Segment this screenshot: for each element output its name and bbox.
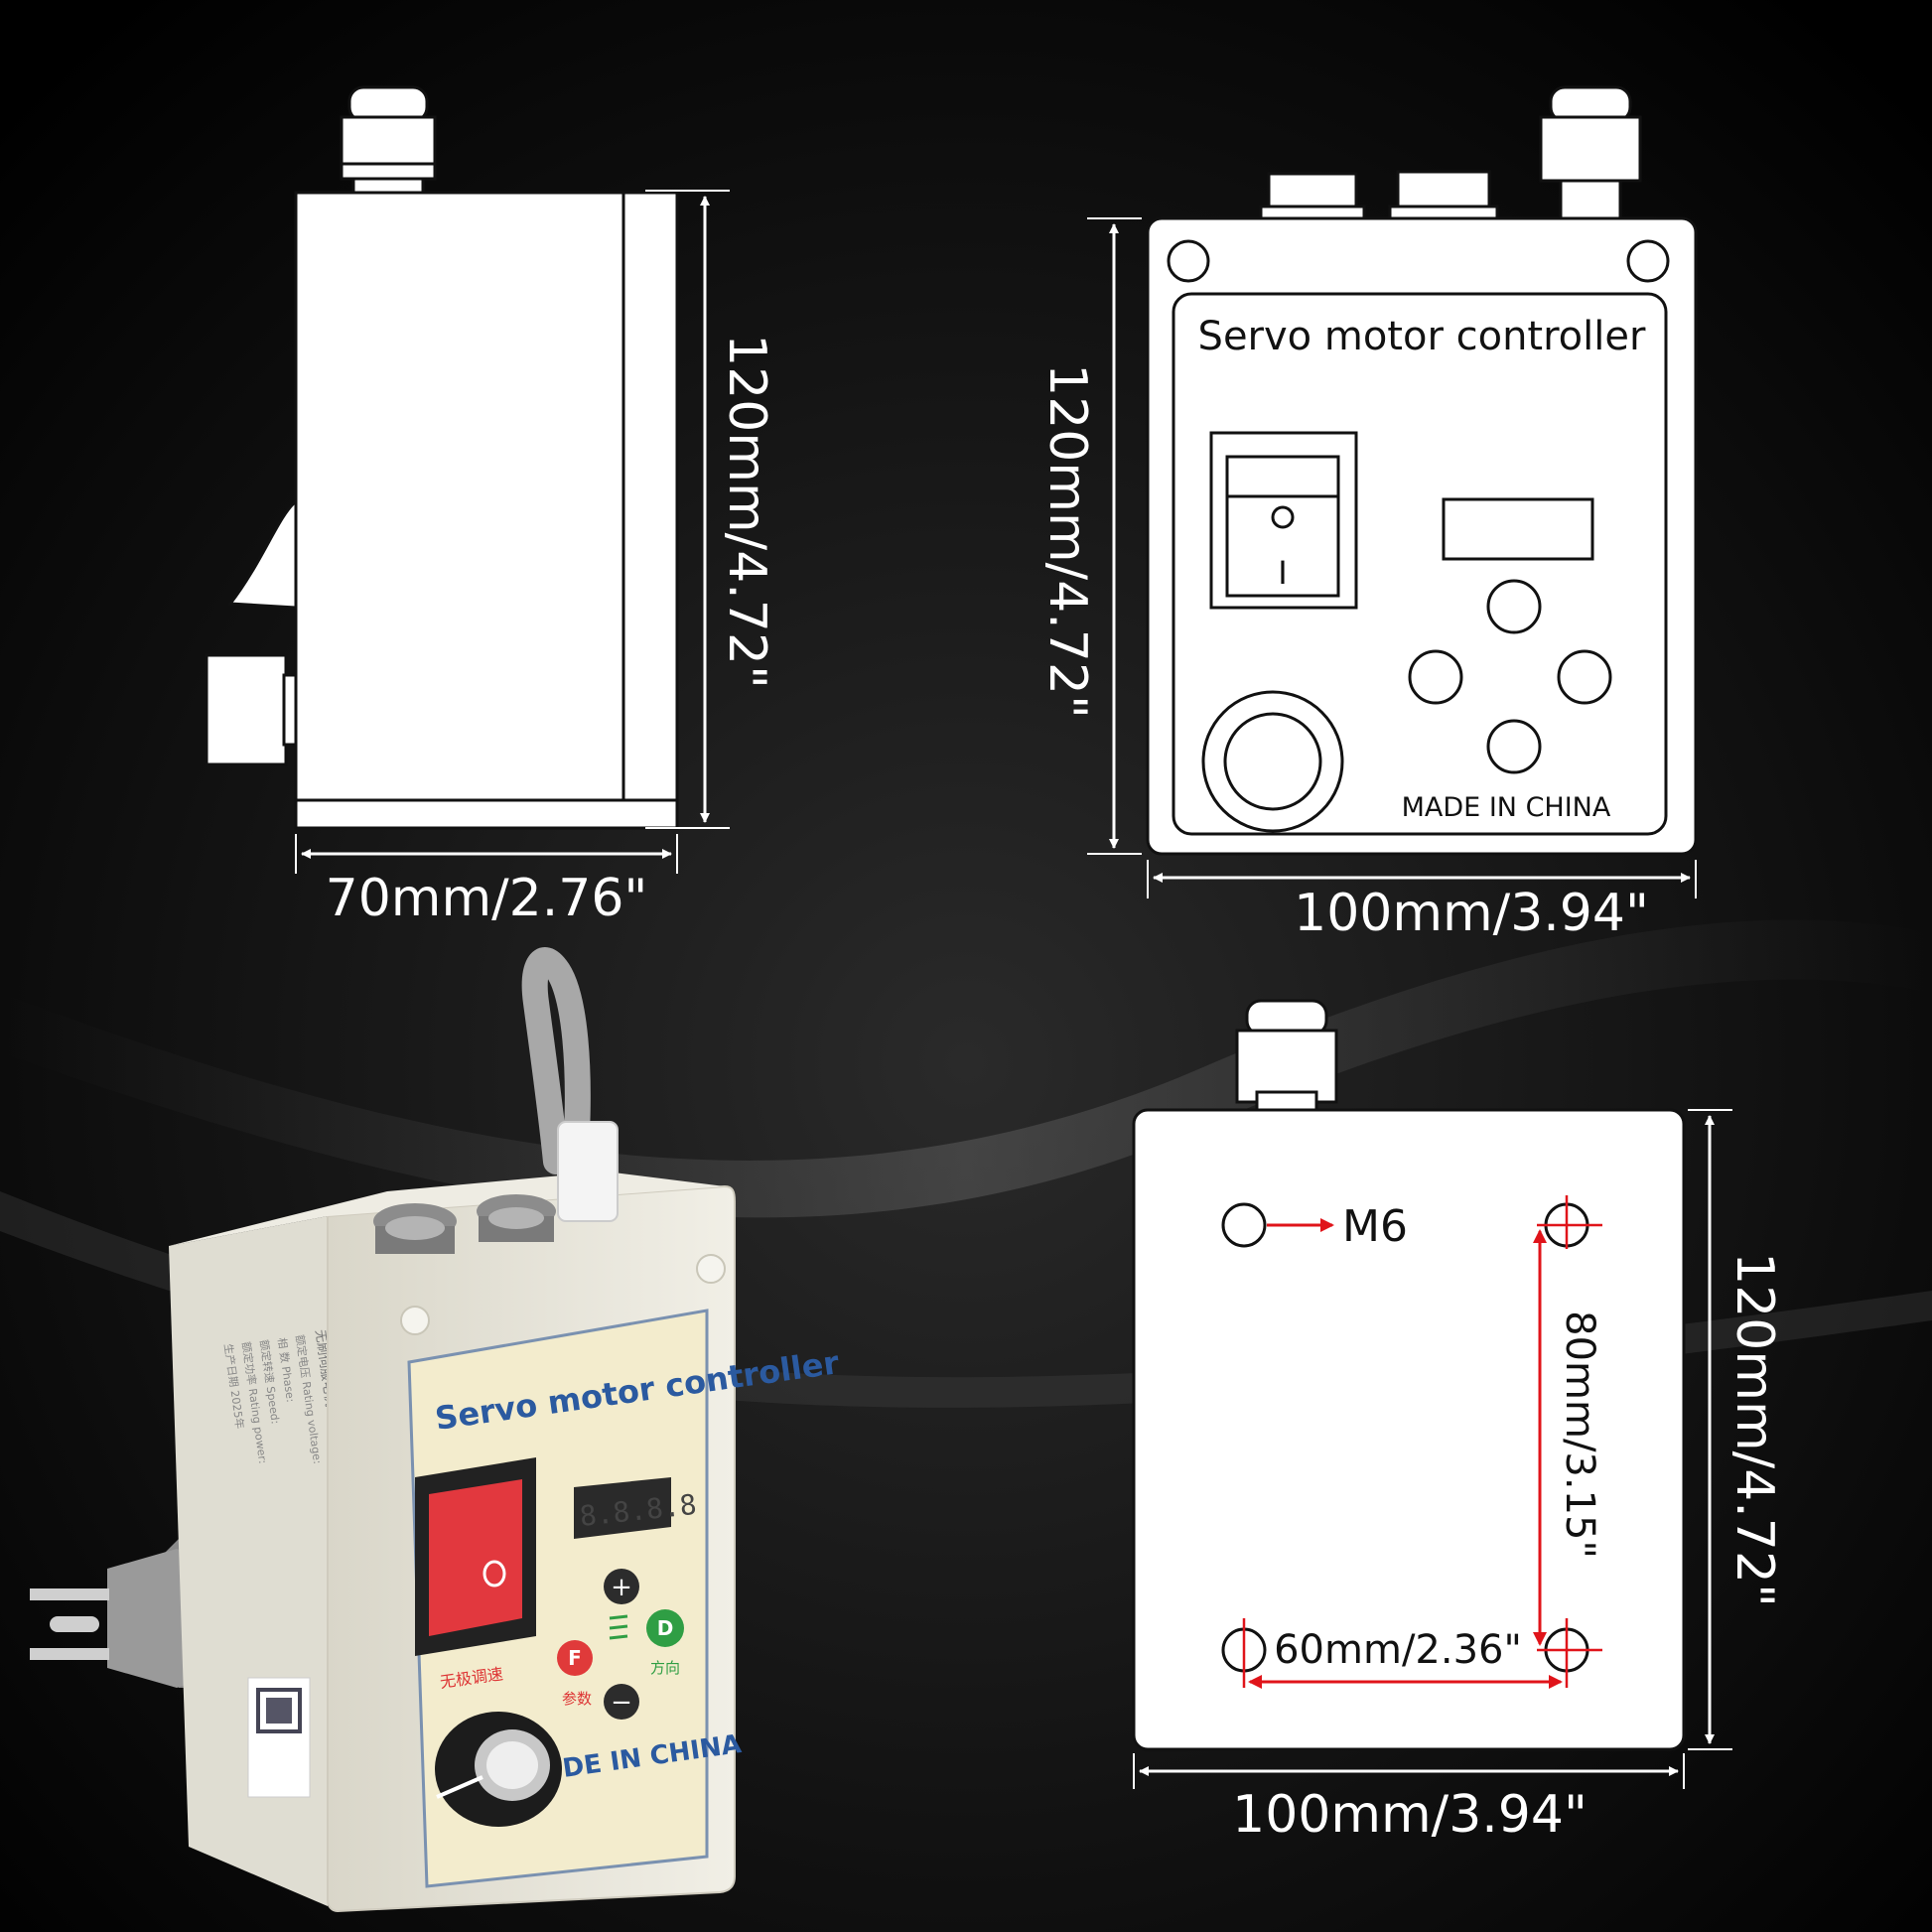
button-plus-icon [1486, 579, 1542, 634]
button-f-icon [1408, 649, 1463, 705]
screw-hole-icon [696, 1254, 726, 1284]
enclosure-side [169, 1216, 328, 1906]
side-width-label: 70mm/2.76" [326, 869, 648, 928]
speed-knob[interactable] [435, 1712, 562, 1827]
side-height-label: 120mm/4.72" [717, 334, 776, 689]
off-symbol-icon [1271, 505, 1295, 529]
display-window [1442, 497, 1594, 561]
background-swoosh [0, 919, 1932, 1218]
button-minus[interactable] [604, 1684, 639, 1720]
knob-profile [227, 497, 298, 610]
on-symbol: I [1278, 554, 1287, 592]
front-width-label: 100mm/3.94" [1294, 884, 1649, 943]
back-height-label: 120mm/4.72" [1725, 1252, 1784, 1607]
product-photo: 无刷伺服电机 额定电压 Rating voltage: 相 数 Phase: 额… [30, 947, 842, 1913]
back-view-drawing: M6 80mm/3.15" 60mm/2.36" [1132, 999, 1686, 1751]
button-d-label: D [657, 1616, 674, 1640]
cable-gland-nut [1539, 115, 1642, 183]
button-d[interactable] [646, 1609, 684, 1647]
button-plus-label: + [611, 1573, 632, 1602]
front-title: Servo motor controller [1198, 314, 1646, 359]
gland-base [351, 177, 425, 195]
mount-hole-icon [1221, 1202, 1267, 1248]
screw-hole-icon [400, 1306, 430, 1335]
button-f[interactable] [557, 1640, 593, 1676]
button-d-icon [1557, 649, 1612, 705]
hole-spacing-horizontal-label: 60mm/2.36" [1274, 1627, 1522, 1673]
button-f-label: F [568, 1646, 582, 1670]
led-display [574, 1477, 671, 1539]
front-made-in: MADE IN CHINA [1402, 792, 1611, 823]
connector-2 [1396, 170, 1491, 211]
dir-caption: 方向 [650, 1659, 680, 1677]
side-view-dimensions: 120mm/4.72" 70mm/2.76" [295, 190, 776, 928]
button-minus-icon [1486, 719, 1542, 774]
back-view-dimensions: 120mm/4.72" 100mm/3.94" [1133, 1109, 1784, 1845]
cable-gland [557, 1121, 619, 1222]
m6-label: M6 [1342, 1201, 1408, 1252]
hole-crosshairs [1242, 1195, 1602, 1688]
hole-spacing-vertical-label: 80mm/3.15" [1557, 1311, 1602, 1559]
cable-gland-nut [340, 115, 437, 181]
front-view-drawing: Servo motor controller I MADE IN CHINA [1146, 85, 1698, 856]
plug-profile [205, 653, 288, 766]
plug-neck [282, 673, 298, 747]
side-view-drawing [205, 85, 679, 830]
connector-1 [1267, 172, 1358, 211]
screw-hole-icon [1167, 239, 1210, 283]
speed-bar-icon [609, 1614, 628, 1640]
param-caption: 参数 [562, 1690, 592, 1708]
side-body [294, 191, 679, 830]
button-minus-label: − [611, 1688, 632, 1718]
off-symbol-icon [483, 1560, 506, 1587]
button-plus[interactable] [604, 1569, 639, 1604]
power-cable [521, 947, 591, 1174]
front-view-dimensions: 120mm/4.72" 100mm/3.94" [1037, 217, 1697, 943]
back-width-label: 100mm/3.94" [1232, 1785, 1587, 1845]
red-rocker-switch [415, 1457, 536, 1656]
screw-hole-icon [1626, 239, 1670, 283]
front-height-label: 120mm/4.72" [1037, 363, 1097, 719]
